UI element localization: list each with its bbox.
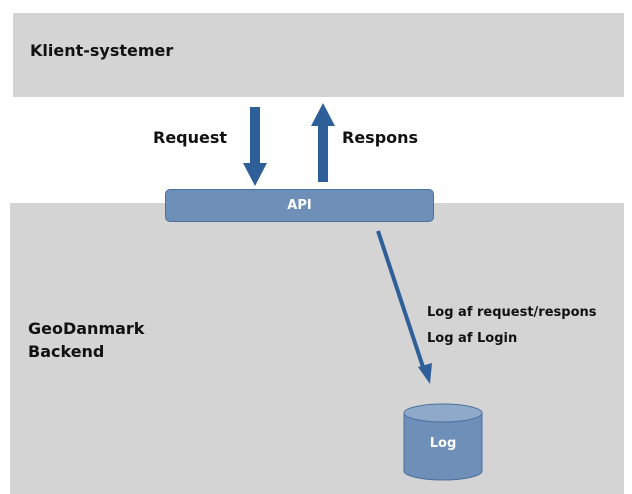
api-label: API [287, 198, 312, 213]
log-database-label: Log [429, 436, 457, 451]
log-login-label: Log af Login [427, 331, 518, 346]
log-arrow-icon [376, 230, 432, 384]
log-request-response-label: Log af request/respons [427, 305, 597, 320]
client-systems-box [13, 13, 624, 97]
backend-label-line2: Backend [28, 342, 105, 361]
response-arrow-icon [311, 103, 335, 182]
request-label: Request [153, 128, 228, 147]
backend-label-line1: GeoDanmark [28, 319, 145, 338]
response-label: Respons [342, 128, 419, 147]
api-bar: API [165, 189, 434, 222]
request-arrow-icon [243, 107, 267, 186]
backend-label: GeoDanmark Backend [28, 317, 228, 363]
backend-box [10, 203, 624, 494]
client-systems-label: Klient-systemer [30, 41, 174, 60]
log-database-icon [403, 403, 483, 481]
